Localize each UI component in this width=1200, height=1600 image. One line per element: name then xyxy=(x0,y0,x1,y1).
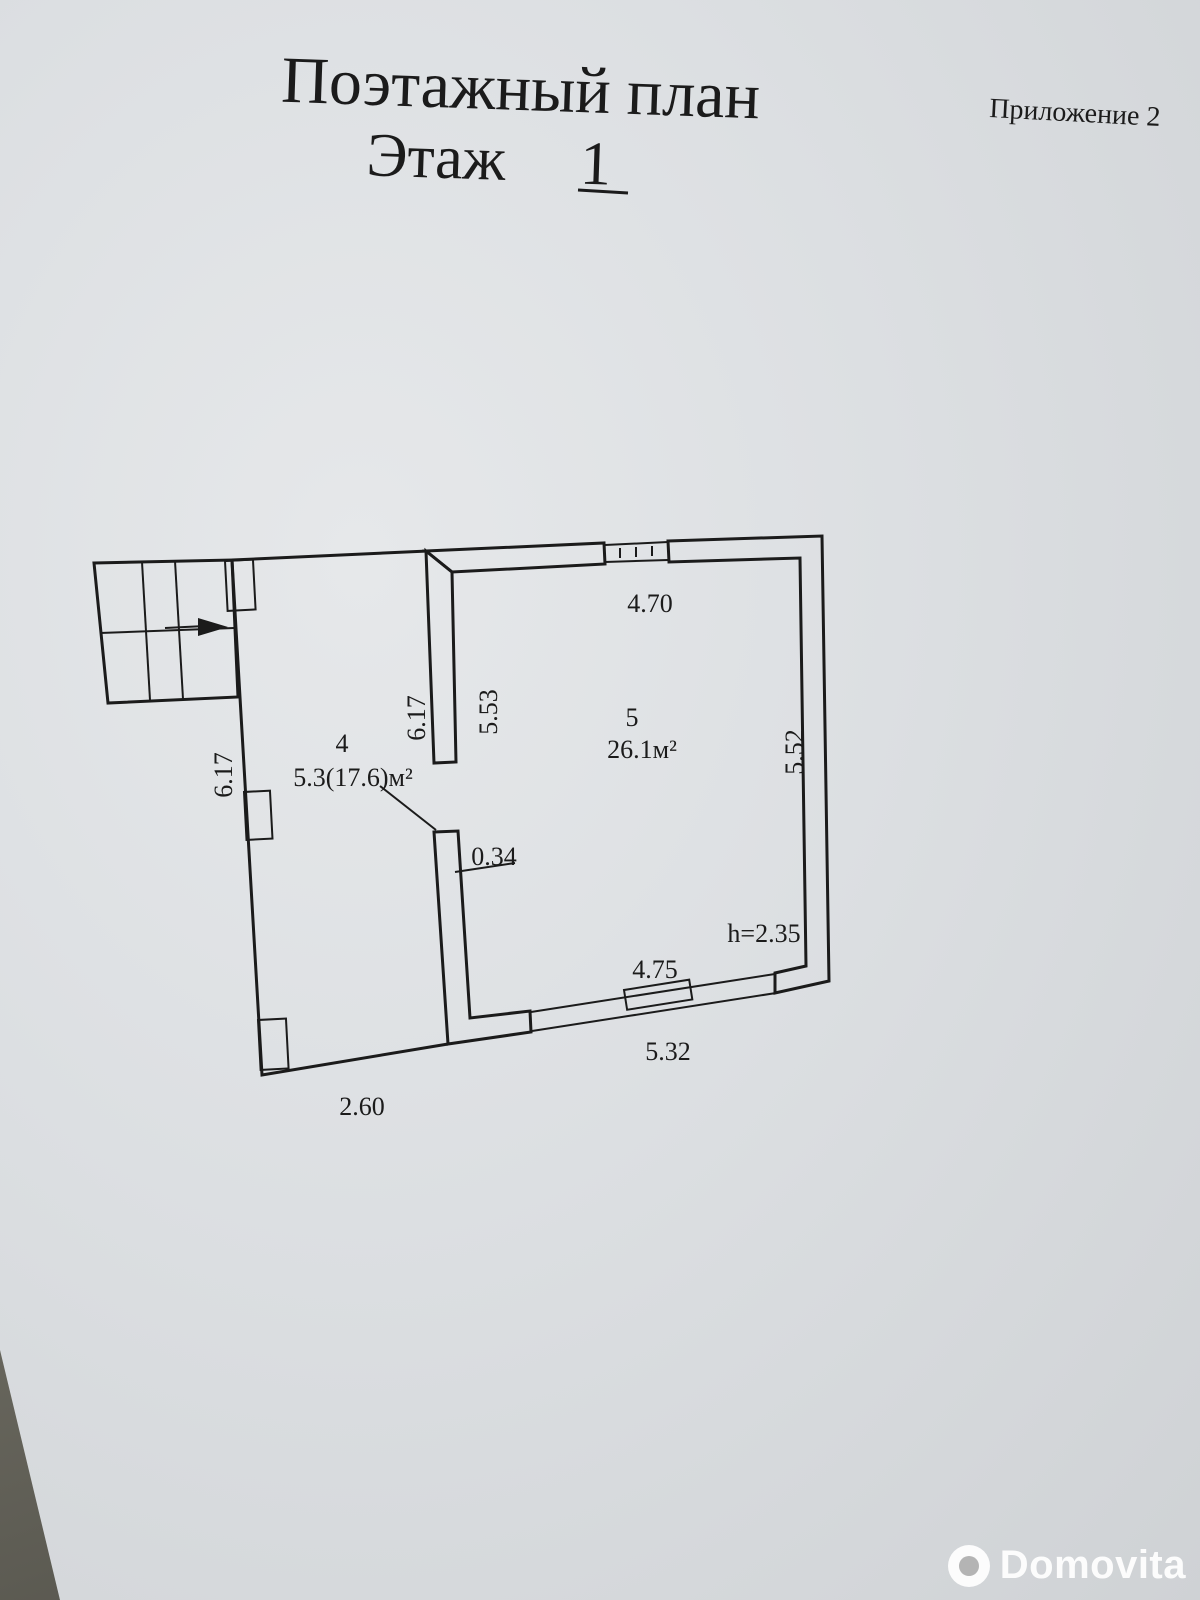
room-5-number: 5 xyxy=(626,703,639,732)
dim-inner-partition: 6.17 xyxy=(402,695,431,741)
room-5-area: 26.1м² xyxy=(607,735,677,764)
floor-label: Этаж xyxy=(365,121,508,194)
dim-wall-thickness: 0.34 xyxy=(471,842,517,871)
wall-thickness-leader-line xyxy=(454,862,516,873)
dim-left-outer: 6.17 xyxy=(209,752,238,798)
dim-room5-right: 5.52 xyxy=(780,729,809,775)
floor-number-underline xyxy=(577,188,629,195)
room-5-walls xyxy=(421,534,831,1046)
stair-direction-arrow-icon xyxy=(198,618,228,636)
dim-room4-bottom: 2.60 xyxy=(339,1092,385,1121)
room-4-area: 5.3(17.6)м² xyxy=(293,763,413,792)
floor-number: 1 xyxy=(579,129,612,198)
dim-top: 4.70 xyxy=(627,589,673,618)
dim-room5-left: 5.53 xyxy=(474,689,503,735)
room-4-leader-line xyxy=(379,785,437,831)
room-4-outline xyxy=(223,549,449,1077)
watermark-text: Domovita xyxy=(999,1543,1186,1587)
watermark-logo: Domovita xyxy=(947,1543,1186,1588)
dim-bottom-inner: 4.75 xyxy=(632,955,678,984)
plan-title: Поэтажный план xyxy=(280,44,761,134)
ceiling-height: h=2.35 xyxy=(727,919,800,948)
appendix-label: Приложение 2 xyxy=(989,93,1162,133)
staircase xyxy=(92,558,240,705)
room-4-number: 4 xyxy=(336,729,349,758)
domovita-logo-icon xyxy=(947,1544,990,1587)
dim-bottom-outer: 5.32 xyxy=(645,1037,691,1066)
